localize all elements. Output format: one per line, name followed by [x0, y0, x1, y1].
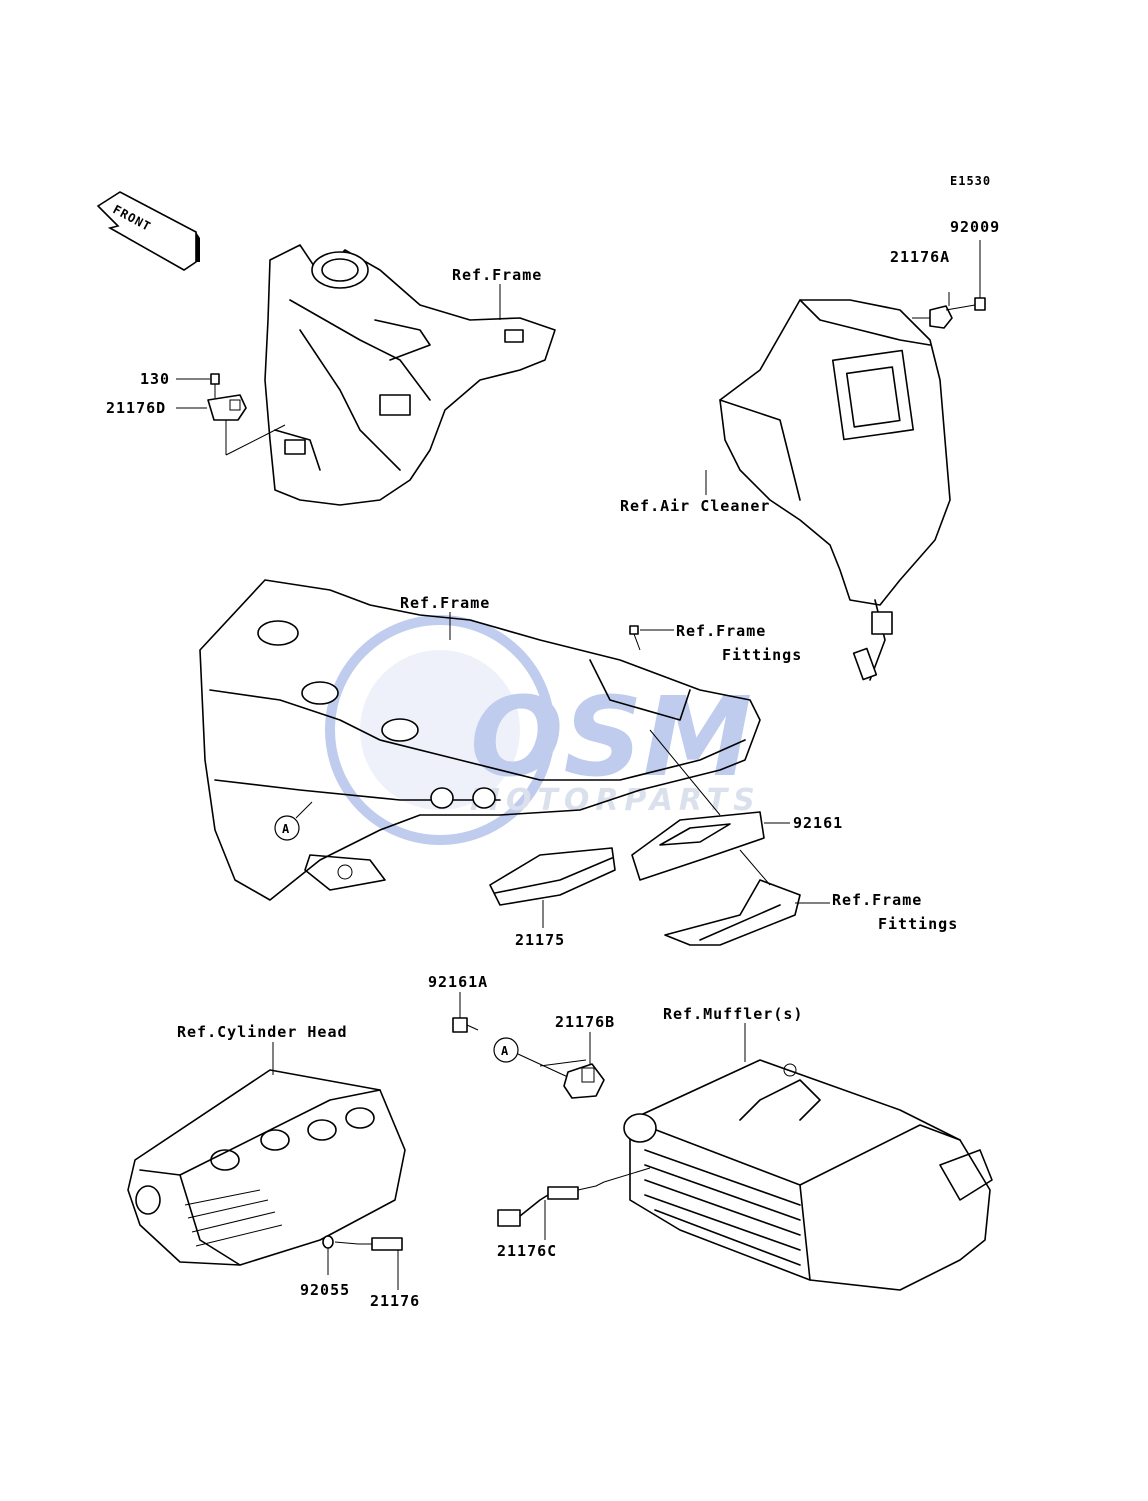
part-92161[interactable] [631, 729, 790, 881]
air-cleaner-illustration [719, 299, 951, 681]
label-130: 130 [140, 370, 170, 388]
label-ref-frame-fittings-1b: Fittings [722, 646, 802, 664]
frame-mid-illustration [199, 579, 761, 901]
label-21176: 21176 [370, 1292, 420, 1310]
part-21176[interactable] [334, 1237, 403, 1290]
cylinder-head-illustration [127, 1069, 406, 1266]
part-92009[interactable] [974, 240, 986, 311]
muffler-illustration [623, 1059, 993, 1291]
label-21176A: 21176A [890, 248, 950, 266]
part-21176C[interactable] [497, 1167, 651, 1240]
label-92161: 92161 [793, 814, 843, 832]
label-ref-frame-mid: Ref.Frame [400, 594, 490, 612]
label-ref-frame-fittings-1a: Ref.Frame [676, 622, 766, 640]
svg-text:A: A [501, 1044, 509, 1058]
front-arrow-icon: FRONT [96, 191, 200, 271]
label-ref-cylinder-head: Ref.Cylinder Head [177, 1023, 348, 1041]
watermark-globe [325, 615, 555, 845]
label-92009: 92009 [950, 218, 1000, 236]
label-21176D: 21176D [106, 399, 166, 417]
part-21176B[interactable] [563, 1032, 605, 1099]
part-21175[interactable] [489, 847, 616, 928]
label-ref-air-cleaner: Ref.Air Cleaner [620, 497, 770, 515]
part-21176D[interactable] [176, 373, 286, 456]
part-92161A[interactable] [452, 992, 479, 1033]
svg-text:A: A [282, 822, 290, 836]
label-92161A: 92161A [428, 973, 488, 991]
part-92055[interactable] [322, 1235, 334, 1275]
label-ref-frame-fittings-2a: Ref.Frame [832, 891, 922, 909]
label-ref-muffler: Ref.Muffler(s) [663, 1005, 803, 1023]
label-21175: 21175 [515, 931, 565, 949]
frame-fittings-bracket [664, 849, 830, 946]
callout-a-frame: A [274, 801, 313, 841]
label-21176B: 21176B [555, 1013, 615, 1031]
callout-a-sensor: A [493, 1037, 587, 1079]
watermark: OSM MOTORPARTS [325, 615, 761, 845]
label-92055: 92055 [300, 1281, 350, 1299]
watermark-subtext: MOTORPARTS [470, 783, 761, 818]
label-ref-frame-fittings-2b: Fittings [878, 915, 958, 933]
part-21176A[interactable] [912, 292, 976, 329]
label-ref-frame-top: Ref.Frame [452, 266, 542, 284]
diagram-code: E1530 [950, 174, 991, 188]
frame-top-illustration [264, 244, 556, 506]
frame-fittings-bolt [629, 625, 674, 651]
label-21176C: 21176C [497, 1242, 557, 1260]
